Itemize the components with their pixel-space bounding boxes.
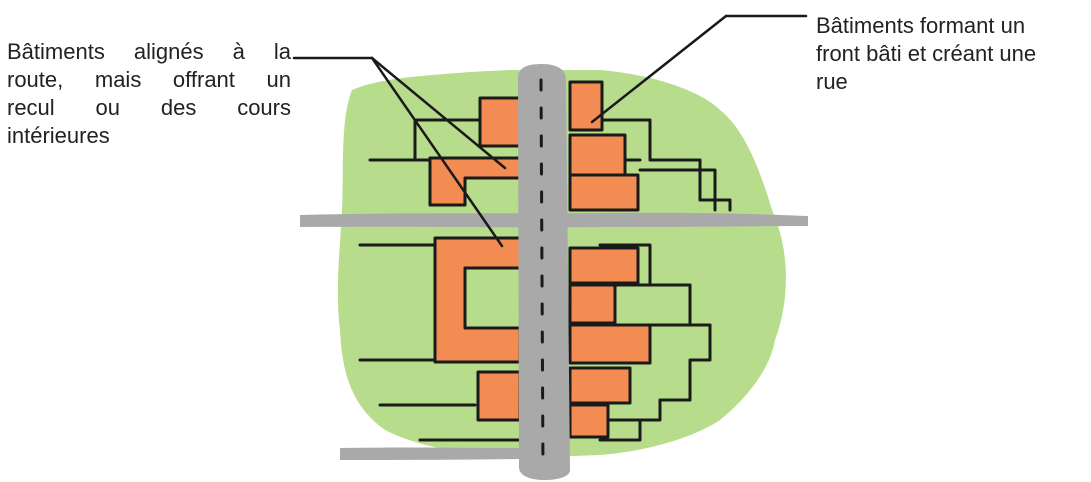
building-right-5 bbox=[568, 283, 617, 325]
building-left-top bbox=[478, 96, 522, 148]
caption-right-line-1: Bâtiments formant un bbox=[816, 13, 1026, 38]
leader-lines bbox=[292, 14, 808, 248]
caption-right-line-2: front bâti et créant une bbox=[816, 41, 1037, 66]
caption-left-line-2: route, mais offrant un bbox=[7, 67, 291, 92]
caption-right-line-3: rue bbox=[816, 69, 848, 94]
building-right-7 bbox=[568, 366, 632, 405]
building-right-4 bbox=[568, 246, 640, 285]
caption-left: Bâtiments alignés à la route, mais offra… bbox=[7, 38, 291, 150]
building-left-bottom bbox=[476, 370, 522, 422]
leader-left-to-l-shape bbox=[370, 56, 507, 170]
cross-road-bottom bbox=[340, 447, 520, 460]
building-right-2 bbox=[568, 133, 627, 177]
road-centerline bbox=[539, 78, 545, 472]
building-right-8 bbox=[568, 403, 610, 439]
leader-left-to-courtyard bbox=[370, 56, 504, 248]
caption-left-line-1: Bâtiments alignés à la bbox=[7, 39, 291, 64]
caption-left-line-3: recul ou des cours bbox=[7, 95, 291, 120]
building-right-1 bbox=[568, 80, 604, 132]
building-right-3 bbox=[568, 173, 640, 212]
buildings-layer bbox=[358, 80, 732, 442]
building-right-6 bbox=[568, 323, 652, 365]
roads bbox=[300, 64, 808, 480]
caption-left-line-4: intérieures bbox=[7, 123, 110, 148]
right-buildings bbox=[568, 80, 652, 439]
main-road bbox=[518, 64, 570, 480]
leader-right-to-front bbox=[590, 14, 728, 124]
caption-right: Bâtiments formant un front bâti et créan… bbox=[816, 12, 1091, 96]
